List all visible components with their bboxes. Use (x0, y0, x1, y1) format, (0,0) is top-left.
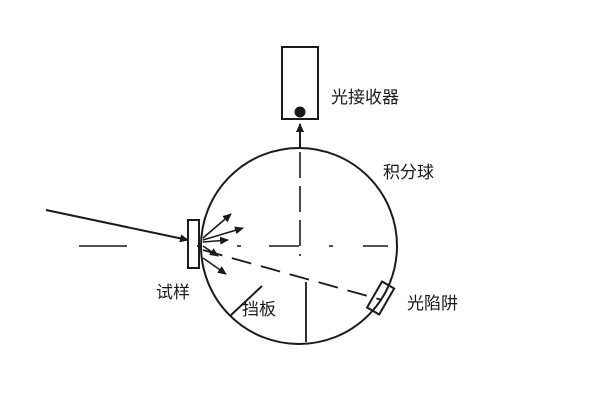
receiver-detector-dot (294, 106, 306, 118)
light-trap-label: 光陷阱 (407, 294, 458, 314)
incident-beam (45, 209, 189, 243)
sample-label: 试样 (156, 283, 190, 303)
sphere-label: 积分球 (383, 163, 434, 183)
scatter-ray-2 (202, 226, 244, 241)
scatter-ray-1 (202, 213, 232, 239)
baffle (229, 285, 263, 317)
scatter-ray-5 (202, 257, 227, 275)
baffle-label: 挡板 (242, 300, 276, 320)
specular-beam (202, 249, 383, 301)
light-trap (365, 280, 396, 316)
light-receiver-box (281, 46, 319, 120)
sample-plate (187, 219, 200, 269)
scatter-ray-3 (202, 236, 229, 245)
receiver-label: 光接收器 (331, 88, 399, 108)
